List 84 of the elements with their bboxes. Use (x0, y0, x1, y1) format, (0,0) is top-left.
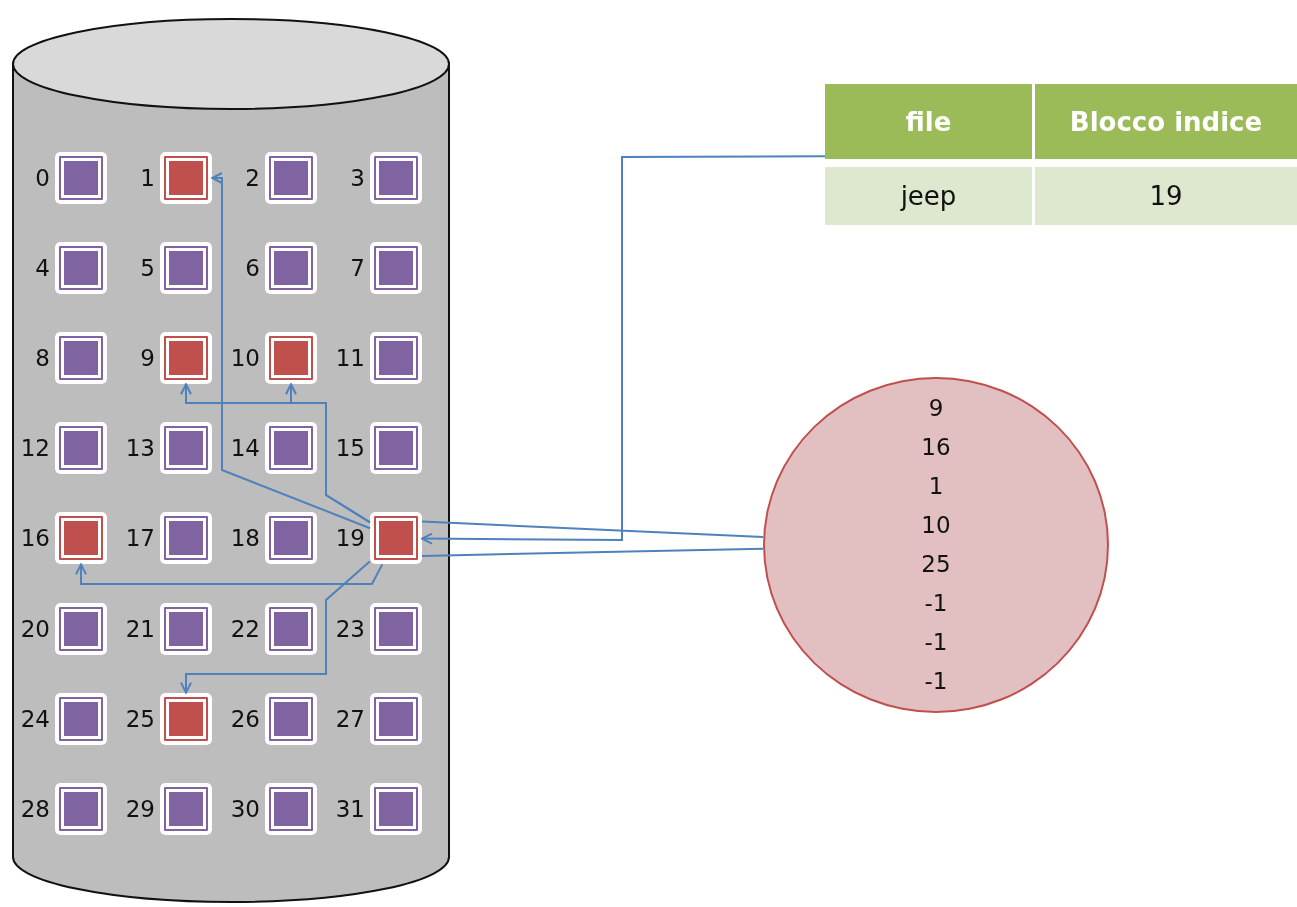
arrow (285, 383, 371, 524)
free-block (55, 332, 107, 385)
free-block (370, 782, 422, 835)
block-number: 5 (139, 254, 155, 283)
free-block (265, 242, 317, 295)
block-number: 22 (229, 614, 260, 643)
header-cell: file (825, 84, 1032, 159)
block-number: 14 (229, 434, 260, 463)
free-block (55, 602, 107, 655)
free-block (160, 602, 212, 655)
header-cell: Blocco indice (1035, 84, 1297, 159)
block-number: 0 (34, 164, 50, 192)
block-number: 2 (244, 164, 260, 192)
block-number: 6 (244, 254, 260, 283)
free-block (160, 782, 212, 835)
used-block (370, 512, 422, 565)
free-block (265, 602, 317, 655)
block-number: 12 (19, 434, 50, 463)
index-entry: -1 (923, 667, 949, 696)
used-block (55, 512, 107, 565)
index-entry: -1 (923, 628, 949, 657)
index-entry: 16 (920, 433, 952, 462)
free-block (160, 512, 212, 565)
free-block (160, 242, 212, 295)
used-block (265, 332, 317, 385)
free-block (370, 602, 422, 655)
block-number: 21 (124, 614, 155, 643)
block-number: 13 (124, 434, 155, 463)
block-number: 20 (19, 614, 50, 643)
connector-line (421, 547, 764, 557)
index-entry: 10 (920, 511, 952, 540)
free-block (265, 512, 317, 565)
used-block (160, 152, 212, 204)
arrow (75, 563, 384, 585)
block-number: 17 (124, 524, 155, 553)
free-block (370, 692, 422, 745)
used-block (160, 692, 212, 745)
arrow (180, 560, 371, 694)
file-table (825, 84, 1297, 227)
table-cell: 19 (1035, 167, 1297, 225)
free-block (370, 422, 422, 475)
block-number: 1 (139, 164, 155, 192)
block-number: 30 (229, 794, 260, 823)
block-number: 27 (334, 704, 365, 733)
index-entry: -1 (923, 589, 949, 618)
index-entry: 1 (927, 472, 945, 501)
free-block (55, 692, 107, 745)
block-number: 26 (229, 704, 260, 733)
free-block (265, 422, 317, 475)
block-number: 23 (334, 614, 365, 643)
block-number: 15 (334, 434, 365, 463)
block-number: 4 (34, 254, 50, 283)
free-block (160, 422, 212, 475)
connector-line (421, 520, 765, 539)
block-number: 8 (34, 344, 50, 373)
block-number: 11 (334, 344, 365, 373)
block-number: 28 (19, 794, 50, 823)
free-block (55, 152, 107, 204)
free-block (265, 152, 317, 204)
free-block (55, 242, 107, 295)
block-number: 25 (124, 704, 155, 733)
free-block (265, 782, 317, 835)
block-number: 19 (334, 524, 365, 553)
free-block (370, 242, 422, 295)
used-block (160, 332, 212, 385)
arrow (421, 155, 826, 545)
free-block (55, 782, 107, 835)
free-block (370, 332, 422, 385)
block-number: 3 (349, 164, 365, 192)
block-number: 10 (229, 344, 260, 373)
free-block (370, 152, 422, 204)
free-block (265, 692, 317, 745)
block-number: 7 (349, 254, 365, 283)
index-entry: 25 (920, 550, 952, 579)
block-number: 24 (19, 704, 50, 733)
free-block (55, 422, 107, 475)
arrow (211, 172, 371, 530)
block-number: 31 (334, 794, 365, 823)
block-number: 16 (19, 524, 50, 553)
block-number: 18 (229, 524, 260, 553)
index-entry: 9 (927, 394, 945, 423)
block-number: 29 (124, 794, 155, 823)
table-cell: jeep (825, 167, 1032, 225)
block-number: 9 (139, 344, 155, 373)
